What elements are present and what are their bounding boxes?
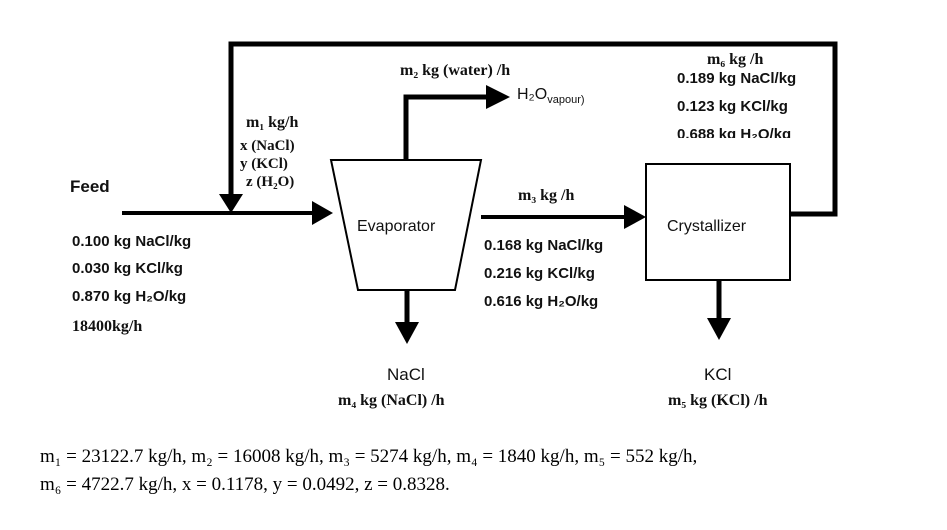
recycle-stream-line <box>228 41 838 217</box>
m6-kcl-fraction: 0.123 kg KCl/kg <box>677 98 788 115</box>
solution-line-2: m₆ = 4722.7 kg/h, x = 0.1178, y = 0.0492… <box>40 474 450 495</box>
feed-nacl-fraction: 0.100 kg NaCl/kg <box>72 233 192 250</box>
solution-line-1: m₁ = 23122.7 kg/h, m₂ = 16008 kg/h, m₃ =… <box>40 446 698 467</box>
m3-label: m₃ kg /h <box>518 187 575 204</box>
feed-rate: 18400kg/h <box>72 318 143 335</box>
z-h2o-label: z (H₂O) <box>246 174 295 190</box>
nacl-product-label: NaCl <box>387 365 425 384</box>
m6-nacl-fraction: 0.189 kg NaCl/kg <box>677 70 797 87</box>
m4-label: m₄ kg (NaCl) /h <box>338 392 445 409</box>
vapour-stream-line <box>403 94 490 160</box>
y-kcl-label: y (KCl) <box>240 156 288 172</box>
vapour-text: H₂O <box>517 86 548 103</box>
m6-h2o-clip: 0.688 kg H₂O/kg <box>672 124 832 138</box>
x-nacl-label: x (NaCl) <box>240 138 295 154</box>
m1-label: m₁ kg/h <box>246 114 299 131</box>
m6-label: m₆ kg /h <box>707 51 764 68</box>
evaporator-label: Evaporator <box>357 218 436 235</box>
recycle-arrowhead <box>219 194 243 213</box>
feed-arrowhead <box>312 201 333 225</box>
feed-kcl-fraction: 0.030 kg KCl/kg <box>72 260 183 277</box>
kcl-product-label: KCl <box>704 365 732 384</box>
feed-h2o-fraction: 0.870 kg H₂O/kg <box>72 288 187 305</box>
nacl-arrowhead <box>395 322 419 344</box>
vapour-arrowhead <box>486 85 510 109</box>
feed-label: Feed <box>70 177 110 196</box>
m2-label: m₂ kg (water) /h <box>400 62 511 79</box>
vapour-subscript: vapour) <box>547 94 585 106</box>
vapour-label: H₂Ovapour) <box>517 86 585 106</box>
m3-nacl-fraction: 0.168 kg NaCl/kg <box>484 237 604 254</box>
kcl-arrowhead <box>707 318 731 340</box>
crystallizer-label: Crystallizer <box>667 218 747 235</box>
m3-arrowhead <box>624 205 646 229</box>
m6-h2o-fraction: 0.688 kg H₂O/kg <box>677 126 792 138</box>
m3-kcl-fraction: 0.216 kg KCl/kg <box>484 265 595 282</box>
evaporator-unit <box>329 159 483 291</box>
crystallizer-unit <box>645 163 791 281</box>
m5-label: m₅ kg (KCl) /h <box>668 392 768 409</box>
m3-h2o-fraction: 0.616 kg H₂O/kg <box>484 293 599 310</box>
